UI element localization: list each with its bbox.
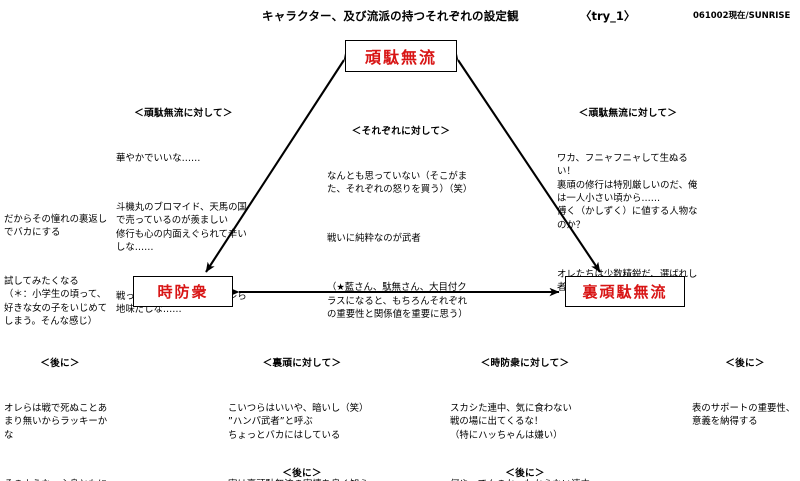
block-bottom-right-after: ＜後に＞ 彼らもまた厳しい精神修養を積んでいると認める <box>450 440 600 481</box>
block-left-toward-gandamu-para-1: 斗機丸のブロマイド、天馬の国で売っているのが羨ましい 修行も心の内面えぐられて辛… <box>116 202 247 254</box>
block-bottom-left-after-para-0: オレらは戦で死ぬことあまり無いからラッキーかな <box>4 402 108 441</box>
node-jibou-shuu[interactable]: 時防衆 <box>133 276 233 307</box>
block-bottom-right-toward-jibou-heading: ＜時防衆に対して＞ <box>480 357 570 369</box>
block-center-toward-each-heading: ＜それぞれに対して＞ <box>351 125 451 137</box>
block-center-toward-each-para-0: なんとも思っていない（そこがまた、それぞれの怒りを買う）（笑） <box>327 170 473 196</box>
node-gandamu-ryuu[interactable]: 頑駄無流 <box>345 40 457 72</box>
block-bottom-center-toward-uragan-para-1: 実は裏頑駄無流の実情を良く知らない <box>228 478 376 481</box>
note-far-left-para-0: だからその憧れの裏返しでバカにする <box>4 213 108 239</box>
block-bottom-center-after-heading: ＜後に＞ <box>282 467 322 479</box>
block-bottom-right-toward-jibou: ＜時防衆に対して＞ スカシた連中、気に食わない 戦の場に出てくるな！ （特にハッ… <box>450 330 600 481</box>
block-left-toward-gandamu-heading: ＜頑駄無流に対して＞ <box>134 107 233 119</box>
block-left-toward-gandamu-para-0: 華やかでいいな…… <box>116 152 201 164</box>
node-ura-gandamu-ryuu[interactable]: 裏頑駄無流 <box>565 276 685 307</box>
block-bottom-right-after-heading: ＜後に＞ <box>505 467 545 479</box>
revision-label: 〈try_1〉 <box>580 9 636 23</box>
block-bottom-left-after-heading: ＜後に＞ <box>40 357 80 369</box>
block-bottom-right-toward-jibou-para-0: スカシた連中、気に食わない 戦の場に出てくるな！ （特にハッちゃんは嫌い） <box>450 402 572 441</box>
arrow-top-to-bottom-right <box>449 49 601 273</box>
block-bottom-center-toward-uragan-heading: ＜裏頑に対して＞ <box>262 357 342 369</box>
note-far-left: だからその憧れの裏返しでバカにする 試してみたくなる （＊：小学生の頃って、好き… <box>4 186 114 355</box>
block-center-toward-each-para-1: 戦いに純粋なのが武者 <box>327 233 421 245</box>
block-right-toward-gandamu-heading: ＜頑駄無流に対して＞ <box>578 107 678 119</box>
arrow-top-to-bottom-left <box>205 49 353 273</box>
block-far-right-after: ＜後に＞ 表のサポートの重要性、意義を納得する <box>692 330 798 455</box>
block-bottom-left-after: ＜後に＞ オレらは戦で死ぬことあまり無いからラッキーかな そのような、心身ともに… <box>4 330 116 481</box>
block-far-right-after-para-0: 表のサポートの重要性、意義を納得する <box>692 402 796 428</box>
block-bottom-center-toward-uragan: ＜裏頑に対して＞ こいつらはいいや、暗いし（笑） ”ハンパ武者”と呼ぶ ちょっと… <box>228 330 376 481</box>
block-bottom-right-toward-jibou-para-1: 何やってんのか、わからない連中 <box>450 478 600 481</box>
note-far-left-para-1: 試してみたくなる （＊：小学生の頃って、好きな女の子をいじめてしまう。そんな感じ… <box>4 276 108 328</box>
block-far-right-after-heading: ＜後に＞ <box>725 357 765 369</box>
block-bottom-left-after-para-1: そのような、心身ともに超越して”無”の境地に達した時、覇利丸はパワーアップできる… <box>4 478 116 481</box>
block-bottom-center-after: ＜後に＞ えらい！と感心する 命賭けてる！ <box>228 440 376 481</box>
date-source-label: 061002現在/SUNRISE <box>693 11 791 21</box>
block-bottom-center-toward-uragan-para-0: こいつらはいいや、暗いし（笑） ”ハンパ武者”と呼ぶ ちょっとバカにはしている <box>228 402 369 441</box>
page-title: キャラクター、及び流派の持つそれぞれの設定観 <box>262 9 519 23</box>
